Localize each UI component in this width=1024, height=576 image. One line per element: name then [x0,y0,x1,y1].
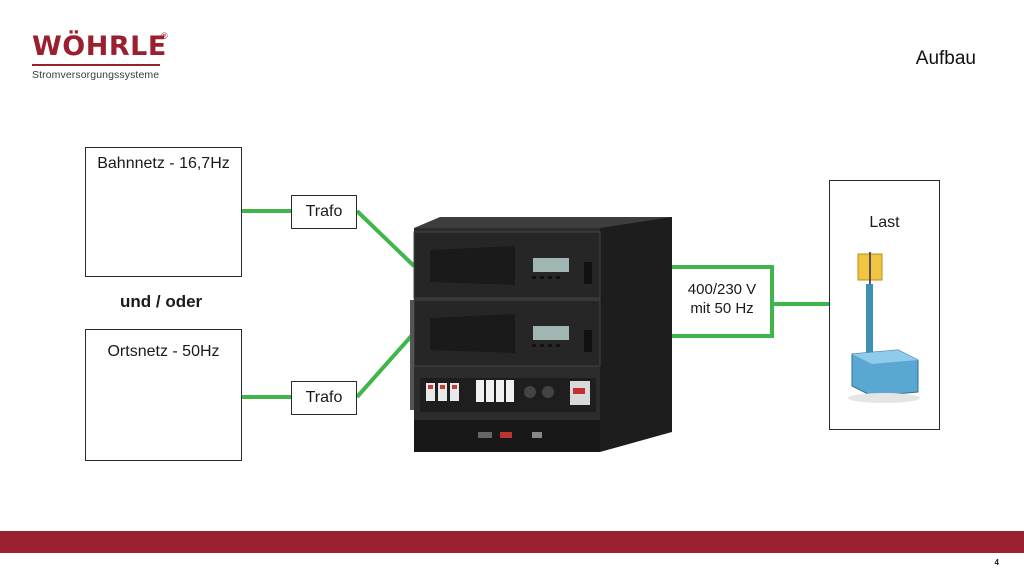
line-trafo-ups-bottom [355,331,416,399]
trafo-bottom-box: Trafo [291,381,357,415]
bahnnetz-box: Bahnnetz - 16,7Hz [85,147,242,277]
und-oder-label: und / oder [120,292,203,311]
street-light-load-icon [848,252,920,403]
output-voltage-label: 400/230 V mit 50 Hz [678,280,766,318]
page-number: 4 [994,558,999,567]
output-frequency-value: mit 50 Hz [690,300,754,317]
ortsnetz-label: Ortsnetz - 50Hz [107,343,220,360]
line-ups-output-loop [600,265,774,338]
ups-display-bottom [533,326,569,340]
ortsnetz-box: Ortsnetz - 50Hz [85,329,242,461]
trafo-top-box: Trafo [291,195,357,229]
bahnnetz-label: Bahnnetz - 16,7Hz [97,155,230,172]
logo-underline [32,64,160,66]
woehrle-logo: WÖHRLE ® Stromversorgungssysteme [32,31,172,84]
registered-mark: ® [161,31,168,41]
line-trafo-ups-top [355,209,416,268]
last-label: Last [869,214,900,231]
connection-lines [242,209,829,399]
last-box: Last [829,180,940,430]
logo-subtitle: Stromversorgungssysteme [32,69,160,81]
ups-cabinet [410,217,672,452]
ups-display-top [533,258,569,272]
vent-grilles [430,246,515,353]
page-title: Aufbau [915,48,976,69]
output-voltage-value: 400/230 V [687,281,757,298]
logo-wordmark: WÖHRLE [32,31,167,62]
footer-bar [0,531,1024,553]
